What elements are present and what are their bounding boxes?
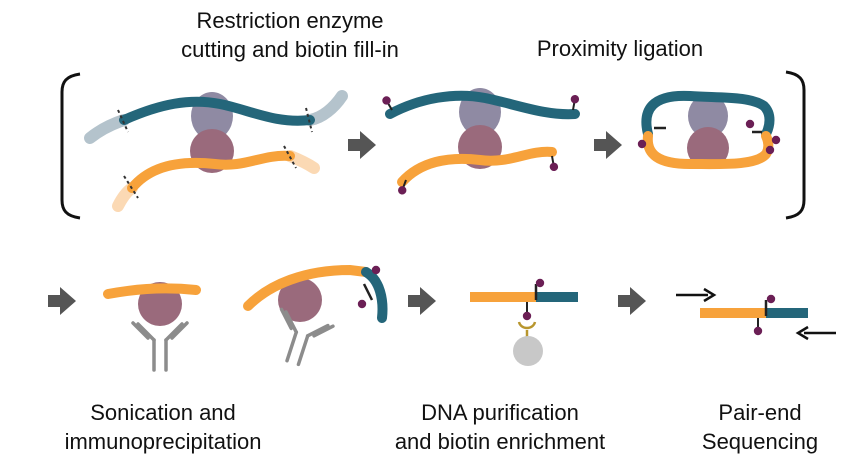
label-line: and biotin enrichment bbox=[394, 429, 606, 454]
biotin-marker-icon bbox=[771, 135, 781, 145]
step-arrow-icon bbox=[594, 131, 622, 159]
biotin-marker-icon bbox=[546, 154, 560, 173]
protein-top bbox=[688, 94, 728, 138]
label-dna-purification: DNA purification and biotin enrichment bbox=[340, 398, 660, 456]
antibody-icon bbox=[131, 321, 189, 372]
label-line: Pair-end bbox=[718, 400, 802, 425]
dna-strand-orange bbox=[397, 146, 557, 187]
dna-strand-orange bbox=[127, 150, 295, 193]
primer-arrow-icon bbox=[676, 287, 717, 303]
restriction-cut-mark bbox=[117, 109, 129, 133]
label-line: Restriction enzyme bbox=[196, 8, 384, 33]
restriction-cut-mark bbox=[305, 107, 313, 133]
right-bracket bbox=[785, 70, 806, 220]
protein bbox=[278, 278, 322, 322]
protein-bottom bbox=[687, 127, 729, 169]
label-line: DNA purification bbox=[421, 400, 579, 425]
panel-biotin-fill-in bbox=[379, 88, 581, 197]
dna-strand-teal bbox=[119, 96, 315, 126]
dna-fragment-teal bbox=[361, 267, 388, 323]
label-line: Sequencing bbox=[701, 429, 819, 454]
biotin-marker-icon bbox=[371, 265, 381, 275]
restriction-cut-mark bbox=[283, 145, 297, 169]
restriction-cut-mark bbox=[123, 175, 139, 199]
label-line: Sonication and bbox=[90, 400, 236, 425]
left-bracket bbox=[60, 72, 81, 220]
label-restriction-enzyme-cutting: Restriction enzyme cutting and biotin fi… bbox=[130, 6, 450, 64]
biotin-marker-icon bbox=[637, 139, 647, 149]
dna-strand-teal-cut-end bbox=[84, 114, 130, 144]
biotin-marker-icon bbox=[357, 299, 367, 309]
panel-proximity-ligation bbox=[637, 90, 781, 170]
dna-strand-teal bbox=[385, 90, 580, 120]
label-line: immunoprecipitation bbox=[64, 429, 262, 454]
biotin-marker-icon bbox=[766, 294, 776, 304]
label-sonication-immunoprecipitation: Sonication and immunoprecipitation bbox=[18, 398, 308, 456]
label-line: cutting and biotin fill-in bbox=[181, 37, 399, 62]
step-arrow-icon bbox=[408, 287, 436, 315]
dna-strand-orange bbox=[642, 131, 774, 170]
biotin-marker-icon bbox=[765, 145, 775, 155]
ligation-junction bbox=[362, 283, 374, 301]
panel-restriction-cutting bbox=[84, 90, 348, 212]
streptavidin-bead-icon bbox=[513, 336, 543, 366]
streptavidin-bead-icon bbox=[517, 321, 537, 330]
biotin-marker-icon bbox=[535, 278, 545, 288]
label-line: Proximity ligation bbox=[536, 36, 704, 61]
biotin-marker-icon bbox=[567, 93, 581, 112]
step-arrow-icon bbox=[348, 131, 376, 159]
step-arrow-icon bbox=[48, 287, 76, 315]
biotin-marker-icon bbox=[753, 326, 763, 336]
panel-sonication bbox=[103, 282, 201, 372]
biotin-marker-icon bbox=[745, 119, 755, 129]
panel-immunoprecipitation bbox=[243, 264, 388, 373]
step-arrow-icon bbox=[618, 287, 646, 315]
dna-fragment-orange bbox=[103, 283, 201, 299]
label-proximity-ligation: Proximity ligation bbox=[500, 34, 740, 63]
panel-biotin-enrichment bbox=[470, 278, 578, 366]
dna-strand-teal bbox=[641, 90, 775, 139]
primer-arrow-icon bbox=[795, 325, 836, 341]
biotin-marker-icon bbox=[522, 311, 532, 321]
dna-fragment-orange bbox=[243, 264, 371, 311]
panel-pair-end-sequencing bbox=[676, 287, 836, 341]
label-pair-end-sequencing: Pair-end Sequencing bbox=[680, 398, 840, 456]
dna-strand-teal-cut-end bbox=[304, 90, 348, 126]
